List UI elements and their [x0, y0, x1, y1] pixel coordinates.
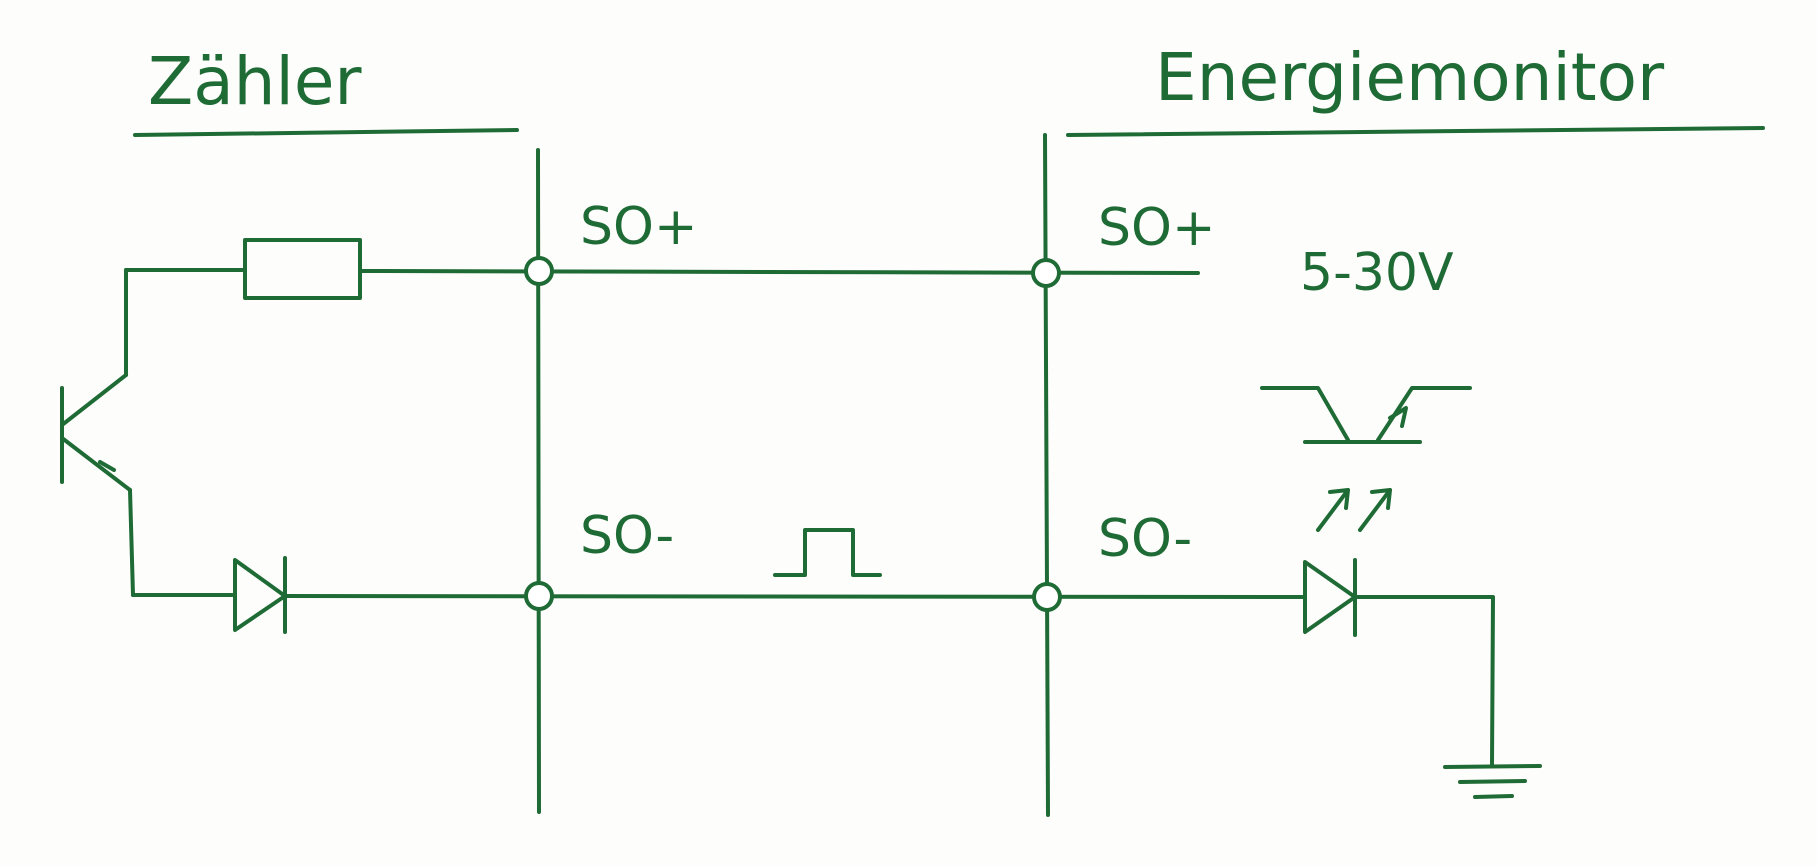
resistor-symbol — [243, 238, 362, 300]
label-right-so-plus: SO+ — [1098, 198, 1216, 258]
meter-terminal-line — [536, 148, 541, 814]
junction-node-left-top — [524, 256, 554, 286]
label-left-so-plus: SO+ — [580, 197, 698, 257]
junction-node-right-top — [1031, 258, 1061, 288]
title-energiemonitor-underline — [1066, 126, 1765, 137]
wire-ground — [1353, 595, 1495, 767]
junction-node-left-bottom — [524, 581, 554, 611]
diode-meter-symbol — [233, 556, 287, 634]
led-diode-symbol — [1303, 558, 1357, 637]
wire-so-minus — [283, 594, 1307, 599]
light-arrows-icon — [1316, 488, 1392, 532]
title-energiemonitor: Energiemonitor — [1155, 39, 1665, 116]
label-voltage: 5-30V — [1300, 243, 1454, 303]
monitor-terminal-line — [1043, 133, 1050, 817]
label-left-so-minus: SO- — [580, 506, 674, 566]
wire-so-plus — [358, 269, 1200, 275]
phototransistor-symbol — [1260, 386, 1472, 444]
title-zaehler: Zähler — [148, 43, 362, 120]
junction-node-right-bottom — [1032, 582, 1062, 612]
title-zaehler-underline — [133, 128, 519, 137]
pulse-symbol — [773, 528, 882, 577]
transistor-symbol — [60, 268, 135, 597]
ground-icon — [1443, 764, 1542, 799]
label-right-so-minus: SO- — [1098, 509, 1192, 569]
